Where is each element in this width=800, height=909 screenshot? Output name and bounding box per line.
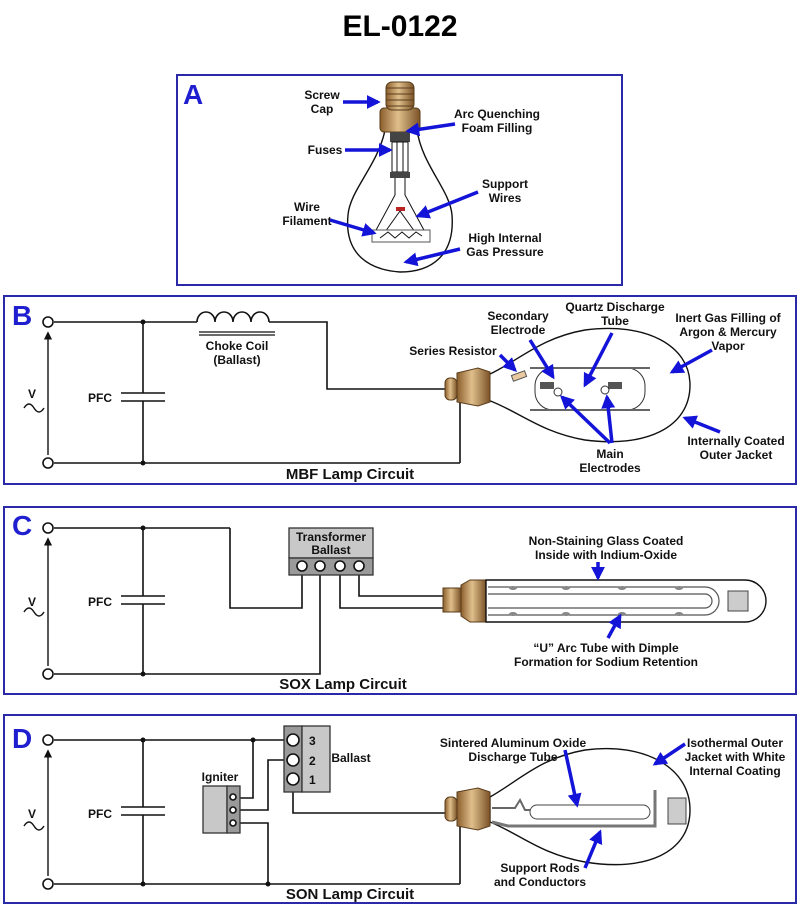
arrow-u-arc-tube [606,613,622,639]
pfc-label: PFC [88,595,112,609]
label-arc-quenching-2: Foam Filling [462,121,533,135]
terminal-bottom [42,457,54,469]
arrow-support-wires [415,190,479,219]
label-support-rods: Support Rods [500,861,580,875]
son-lamp-illustration [444,747,691,866]
label-isothermal-jacket-2: Jacket with White [685,750,786,764]
arrow-gas-pressure [403,247,461,267]
arrow-inert-gas [669,348,713,374]
terminal-top [42,316,54,328]
panel-b: B V PFC Choke Coil (Ballast) MBF Lamp Ci… [3,295,797,485]
label-sintered-tube: Sintered Aluminum Oxide [440,736,587,750]
tap-2-label: 2 [309,754,316,768]
label-inert-gas-3: Vapor [711,339,745,353]
label-inert-gas: Inert Gas Filling of [675,311,781,325]
label-high-internal-gas-pressure-2: Gas Pressure [466,245,544,259]
ac-source-icon [23,821,45,831]
panel-d: D 3 2 1 Ballast [3,714,797,904]
label-choke-coil-2: (Ballast) [213,353,260,367]
ac-source-icon [23,403,45,413]
label-isothermal-jacket-3: Internal Coating [689,764,780,778]
panel-b-letter: B [12,300,32,331]
label-u-arc-tube-2: Formation for Sodium Retention [514,655,698,669]
caption-sox: SOX Lamp Circuit [279,676,407,693]
mbf-circuit [23,311,461,469]
label-u-arc-tube: “U” Arc Tube with Dimple [533,641,679,655]
tap-3-label: 3 [309,734,316,748]
label-secondary-electrode-2: Electrode [491,323,546,337]
label-screw-cap: Screw [304,88,340,102]
label-support-wires: Support [482,177,528,191]
label-outer-jacket: Internally Coated [687,434,784,448]
page-title: EL-0122 [342,10,457,43]
label-igniter: Igniter [202,770,239,784]
label-support-wires-2: Wires [489,191,522,205]
arrow-support-rods [583,829,603,869]
panel-d-letter: D [12,723,32,754]
arrow-arc-quenching [405,122,456,137]
arrow-sintered-tube [563,749,582,808]
label-arc-quenching: Arc Quenching [454,107,540,121]
label-inert-gas-2: Argon & Mercury [679,325,777,339]
label-transformer-ballast: Transformer [296,530,366,544]
label-wire-filament: Wire [294,200,320,214]
panel-a-letter: A [183,79,203,110]
arrow-main-electrode-2 [601,394,616,444]
caption-mbf: MBF Lamp Circuit [286,466,414,483]
pfc-label: PFC [88,391,112,405]
sox-lamp-illustration [442,579,767,623]
choke-coil-symbol [196,311,270,323]
voltage-label: V [28,387,36,401]
label-ballast: Ballast [331,751,370,765]
arrow-secondary-electrode [528,339,555,380]
label-fuses: Fuses [308,143,343,157]
label-isothermal-jacket: Isothermal Outer [687,736,783,750]
arrow-series-resistor [498,353,517,372]
pfc-label: PFC [88,807,112,821]
label-sintered-tube-2: Discharge Tube [468,750,557,764]
label-non-staining-glass: Non-Staining Glass Coated [529,534,684,548]
arrow-quartz-tube [583,332,614,388]
sox-circuit [23,522,445,680]
igniter-box [202,785,228,834]
arrow-wire-filament [329,218,377,237]
label-series-resistor: Series Resistor [409,344,497,358]
label-transformer-ballast-2: Ballast [311,543,350,557]
label-quartz-discharge-tube: Quartz Discharge [565,300,665,314]
son-circuit [23,725,461,890]
label-non-staining-glass-2: Inside with Indium-Oxide [535,548,677,562]
label-choke-coil: Choke Coil [206,339,269,353]
voltage-label: V [28,595,36,609]
arrow-isothermal-jacket [652,742,686,766]
label-screw-cap-2: Cap [311,102,334,116]
panel-a: A Screw Cap Arc Quenching Foam Filling [176,74,623,286]
label-outer-jacket-2: Outer Jacket [700,448,773,462]
label-high-internal-gas-pressure: High Internal [468,231,541,245]
tap-1-label: 1 [309,773,316,787]
label-main-electrodes-2: Electrodes [579,461,641,475]
ac-source-icon [23,607,45,617]
arrow-main-electrode-1 [559,395,612,445]
panel-c: C Transformer Ballast V PFC SOX Lamp Cir… [3,506,797,695]
arrow-outer-jacket [682,415,721,434]
label-wire-filament-2: Filament [282,214,331,228]
caption-son: SON Lamp Circuit [286,886,414,903]
panel-c-letter: C [12,510,32,541]
label-support-rods-2: and Conductors [494,875,586,889]
voltage-label: V [28,807,36,821]
label-secondary-electrode: Secondary [487,309,549,323]
label-quartz-discharge-tube-2: Tube [601,314,629,328]
label-main-electrodes: Main [596,447,623,461]
